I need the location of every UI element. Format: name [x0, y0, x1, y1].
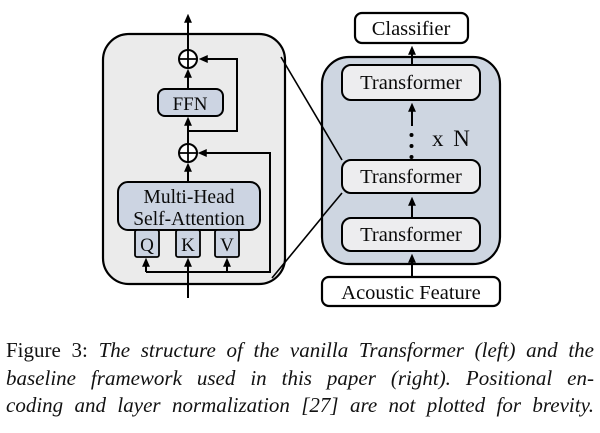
- value-label: V: [220, 235, 234, 256]
- acoustic-feature-label: Acoustic Feature: [341, 282, 480, 304]
- caption-line-1-text: The structure of the vanilla Transformer…: [98, 338, 594, 362]
- transformer-label-top: Transformer: [360, 72, 462, 94]
- caption-line-1: Figure 3: The structure of the vanilla T…: [6, 337, 594, 365]
- key-box: [175, 229, 201, 258]
- query-label: Q: [140, 235, 154, 256]
- ellipsis-dots-icon: [409, 133, 414, 159]
- transformer-box-top: [341, 64, 481, 101]
- residual-add-top-icon: [178, 49, 198, 69]
- classifier-box: [353, 11, 470, 45]
- mhsa-label-line1: Multi-Head: [144, 187, 235, 208]
- value-box: [214, 229, 240, 258]
- transformer-label-bottom: Transformer: [360, 224, 462, 246]
- mhsa-label-line2: Self-Attention: [133, 209, 245, 230]
- ffn-box: [157, 88, 224, 117]
- transformer-label-middle: Transformer: [360, 166, 462, 188]
- classifier-label: Classifier: [372, 18, 451, 40]
- caption-figure-number: Figure 3:: [6, 338, 88, 362]
- query-box: [134, 229, 160, 258]
- ffn-residual-line: [188, 55, 238, 132]
- ffn-label: FFN: [173, 94, 208, 115]
- repeat-n-label: x N: [432, 126, 470, 151]
- zoom-connector-bottom-end: [321, 192, 343, 218]
- residual-add-bottom-icon: [178, 143, 198, 163]
- input-residual-line: [146, 149, 271, 273]
- transformer-box-bottom: [341, 217, 481, 252]
- key-label: K: [181, 235, 195, 256]
- caption-line-2: baseline framework used in this paper (r…: [6, 365, 594, 390]
- transformer-box-middle: [341, 159, 481, 194]
- figure-diagram: FFN Multi-Head Self-Attention Q K V Clas…: [101, 11, 502, 308]
- zoom-connector-top-end: [321, 125, 343, 161]
- acoustic-feature-box: [320, 275, 502, 308]
- caption-line-3: coding and layer normalization [27] are …: [6, 393, 594, 418]
- figure-caption: Figure 3: The structure of the vanilla T…: [6, 337, 594, 420]
